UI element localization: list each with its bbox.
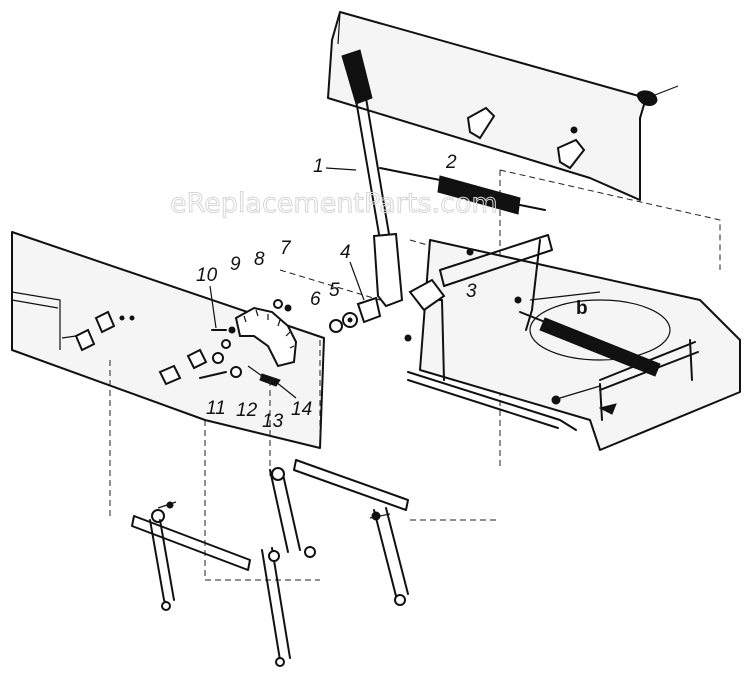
label-b: b [576, 298, 588, 319]
label-6: 6 [310, 289, 321, 310]
drop-lines [109, 340, 321, 520]
label-14: 14 [291, 399, 312, 420]
rod-b [519, 311, 699, 421]
label-12: 12 [236, 400, 258, 421]
label-4: 4 [340, 242, 351, 263]
label-1: 1 [313, 156, 324, 177]
upper-panel [327, 11, 679, 201]
label-7: 7 [280, 238, 292, 259]
washer-stack [329, 296, 412, 342]
watermark: eReplacementParts.com [170, 188, 498, 219]
label-8: 8 [254, 249, 265, 270]
label-11: 11 [206, 398, 226, 419]
label-10: 10 [196, 265, 218, 286]
label-13: 13 [262, 411, 284, 432]
label-3: 3 [466, 281, 477, 302]
left-side-panel [11, 231, 325, 449]
part-labels: 1 2 3 4 5 6 7 8 9 10 11 12 13 14 b [196, 152, 588, 432]
control-lever [341, 49, 404, 308]
spring-rod [379, 167, 546, 215]
label-5: 5 [329, 280, 340, 301]
label-9: 9 [230, 254, 241, 275]
linkage-assembly [407, 234, 577, 431]
lower-linkages [131, 459, 409, 667]
label-2: 2 [445, 152, 457, 173]
